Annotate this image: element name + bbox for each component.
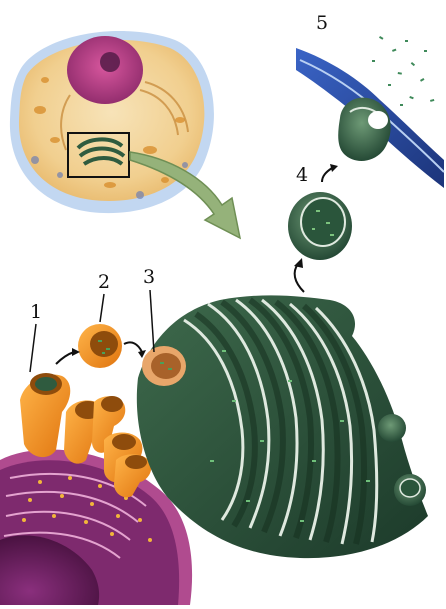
plasma-membrane-exocytosis <box>296 36 444 188</box>
arrow-to-vesicle <box>295 264 304 292</box>
label-5: 5 <box>316 14 328 33</box>
cell-overview <box>10 31 214 213</box>
transport-vesicle <box>78 324 122 368</box>
secreted-particles <box>372 36 434 106</box>
label-3: 3 <box>143 268 155 287</box>
arrow-er-to-vesicle <box>56 352 74 364</box>
arrow-vesicle-to-golgi <box>124 342 142 352</box>
label-1: 1 <box>30 303 42 322</box>
arrow-to-membrane <box>322 168 332 182</box>
secretory-vesicle <box>288 192 352 260</box>
label-4: 4 <box>296 166 308 185</box>
label-2: 2 <box>98 273 110 292</box>
